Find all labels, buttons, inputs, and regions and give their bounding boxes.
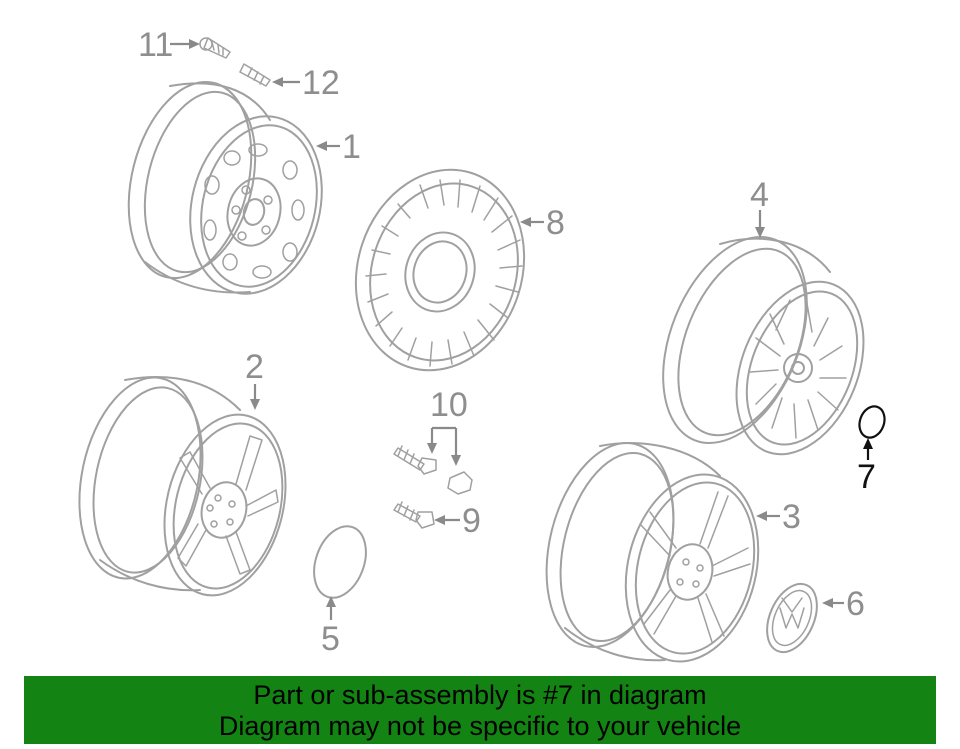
part-11-valve-stem[interactable] <box>199 37 231 59</box>
callout-arrow-11 <box>170 39 200 49</box>
part-4-alloy-wheel[interactable] <box>635 216 887 473</box>
part-7-o-ring[interactable] <box>855 403 888 441</box>
callout-arrow-1 <box>316 141 340 151</box>
callout-label-7: 7 <box>857 458 876 496</box>
callout-arrow-4 <box>755 210 765 238</box>
part-3-alloy-wheel[interactable] <box>527 430 777 676</box>
callout-arrow-12 <box>272 77 300 87</box>
callout-label-6: 6 <box>846 585 865 623</box>
banner-line-2: Diagram may not be specific to your vehi… <box>218 711 742 741</box>
callout-label-10: 10 <box>430 386 468 424</box>
info-banner: Part or sub-assembly is #7 in diagram Di… <box>24 676 936 744</box>
callout-arrow-8 <box>520 217 544 227</box>
callout-arrow-10 <box>427 426 461 466</box>
callout-label-9: 9 <box>462 502 481 540</box>
callout-label-2: 2 <box>245 348 264 386</box>
callout-label-1: 1 <box>342 128 361 166</box>
part-10-bolts[interactable] <box>393 445 473 495</box>
callout-label-12: 12 <box>302 64 340 102</box>
part-2-alloy-wheel[interactable] <box>62 366 303 608</box>
part-6-center-cap[interactable] <box>757 576 826 660</box>
banner-line-1: Part or sub-assembly is #7 in diagram <box>253 680 707 710</box>
callout-arrow-5 <box>326 596 336 620</box>
callout-arrow-6 <box>822 598 844 608</box>
part-12-valve-cap[interactable] <box>239 63 271 87</box>
callout-label-11: 11 <box>138 26 173 64</box>
callout-label-8: 8 <box>546 204 565 242</box>
callout-arrow-3 <box>756 511 780 521</box>
callout-label-4: 4 <box>750 176 769 214</box>
part-8-wheel-cover[interactable] <box>330 148 549 393</box>
callout-label-3: 3 <box>782 498 801 536</box>
part-5-cap-ring[interactable] <box>305 519 375 605</box>
callout-label-5: 5 <box>321 620 340 658</box>
part-9-wheel-bolt[interactable] <box>393 501 435 529</box>
callout-arrow-2 <box>250 384 260 410</box>
part-1-steel-wheel[interactable] <box>110 69 340 308</box>
callout-arrow-9 <box>434 515 460 525</box>
callout-arrow-7 <box>863 438 873 460</box>
